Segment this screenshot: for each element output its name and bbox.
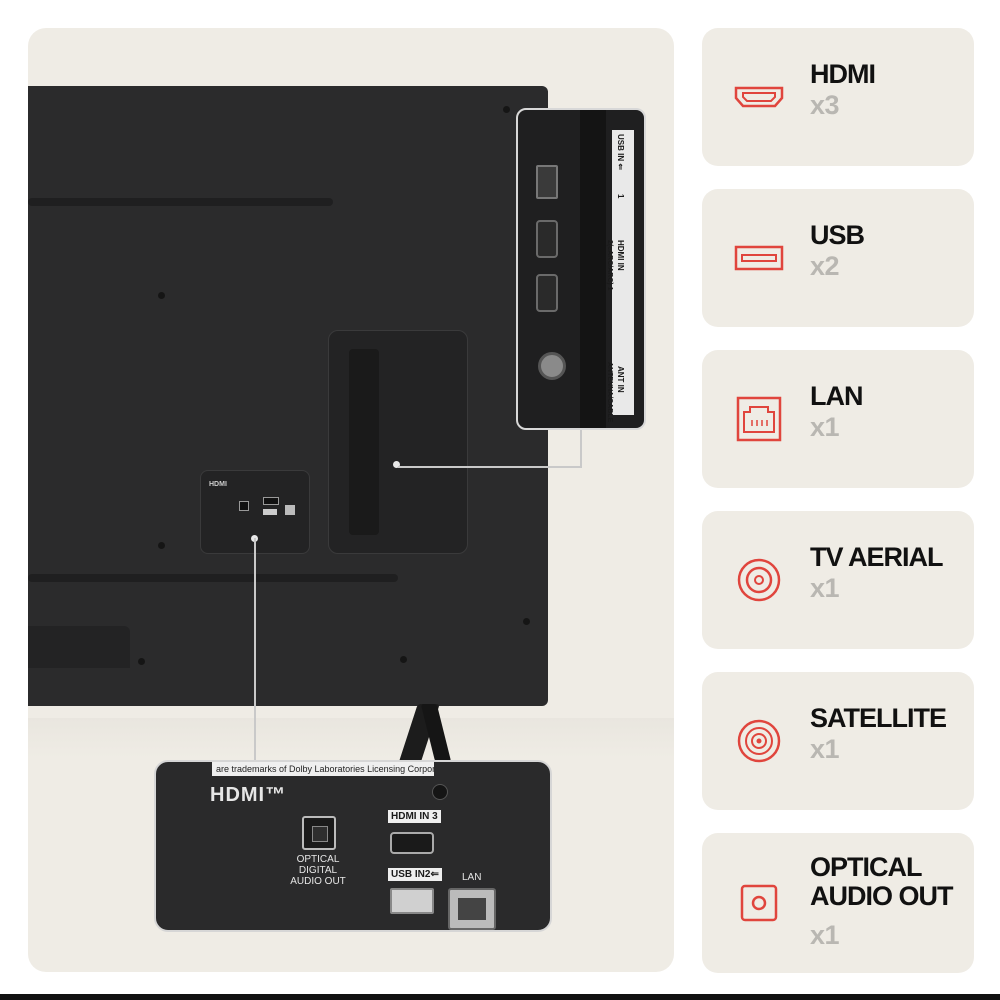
feature-count: x2 xyxy=(810,251,840,281)
hdmi-in-numbers: 2(eARC/ARC) 1 xyxy=(606,240,613,291)
feature-name: TV AERIAL xyxy=(810,542,943,572)
callout-line xyxy=(254,538,256,762)
callout-dot xyxy=(393,461,400,468)
hdmi-port xyxy=(390,832,434,854)
screw xyxy=(138,658,145,665)
screw xyxy=(503,106,510,113)
panel-hdmi-logo: HDMI xyxy=(209,481,227,488)
vent xyxy=(28,574,398,582)
bottom-bar xyxy=(0,994,1000,1000)
hdmi-logo: HDMI™ xyxy=(210,784,287,806)
feature-card-satellite: SATELLITE x1 xyxy=(702,672,974,810)
feature-name: SATELLITE xyxy=(810,703,947,733)
feature-count: x1 xyxy=(810,412,840,442)
antenna-cable-label: ANTENNA/CABLE xyxy=(606,362,613,423)
hdmi-port xyxy=(536,220,558,258)
usb-port-mini xyxy=(263,509,277,515)
feature-card-optical: OPTICAL AUDIO OUT x1 xyxy=(702,833,974,973)
legal-text: are trademarks of Dolby Laboratories Lic… xyxy=(212,762,434,776)
screw xyxy=(158,292,165,299)
hdmi-port xyxy=(536,274,558,312)
usb-icon xyxy=(734,233,784,283)
optical-icon xyxy=(734,878,784,928)
floor xyxy=(28,718,674,758)
feature-name: USB xyxy=(810,220,865,250)
lan-label: LAN xyxy=(462,872,482,883)
usb-in-label: USB IN ⇐ xyxy=(616,134,625,171)
tv-back xyxy=(28,86,548,706)
panel-edge xyxy=(28,626,130,668)
lan-port-mini xyxy=(285,505,295,515)
hdmi-port-mini xyxy=(263,497,279,505)
screw xyxy=(400,656,407,663)
rear-ports-zoom: are trademarks of Dolby Laboratories Lic… xyxy=(154,760,552,932)
feature-card-hdmi: HDMI x3 xyxy=(702,28,974,166)
usb-port xyxy=(536,165,558,199)
feature-card-lan: LAN x1 xyxy=(702,350,974,488)
lan-port xyxy=(448,888,496,930)
feature-card-tv-aerial: TV AERIAL x1 xyxy=(702,511,974,649)
hdmi-in-label: HDMI IN xyxy=(616,240,625,271)
screw xyxy=(158,542,165,549)
port-strip xyxy=(580,110,606,428)
feature-count: x1 xyxy=(810,920,840,950)
tv-illustration: HDMI USB IN ⇐ 1 HDMI IN 2(eARC/ARC) 1 AN… xyxy=(28,28,674,972)
hdmi-in3-label: HDMI IN 3 xyxy=(388,810,441,823)
optical-port-mini xyxy=(239,501,249,511)
feature-name: OPTICAL AUDIO OUT xyxy=(810,852,953,911)
port-label-column: USB IN ⇐ 1 HDMI IN 2(eARC/ARC) 1 ANT IN … xyxy=(606,130,634,422)
feature-count: x3 xyxy=(810,90,840,120)
side-port-panel xyxy=(328,330,468,554)
aerial-icon xyxy=(734,555,784,605)
feature-name: LAN xyxy=(810,381,863,411)
vent xyxy=(28,198,333,206)
satellite-icon xyxy=(734,716,784,766)
callout-line xyxy=(580,426,582,468)
feature-count: x1 xyxy=(810,573,840,603)
feature-name: HDMI xyxy=(810,59,876,89)
screw xyxy=(432,784,448,800)
usb-in-number: 1 xyxy=(616,194,625,199)
optical-port xyxy=(302,816,336,850)
antenna-port xyxy=(538,352,566,380)
side-ports-zoom: USB IN ⇐ 1 HDMI IN 2(eARC/ARC) 1 ANT IN … xyxy=(516,108,646,430)
feature-count: x1 xyxy=(810,734,840,764)
hdmi-icon xyxy=(734,72,784,122)
usb-in2-label: USB IN2⇐ xyxy=(388,868,442,881)
side-port-slot xyxy=(349,349,379,535)
callout-line xyxy=(398,466,582,468)
feature-card-usb: USB x2 xyxy=(702,189,974,327)
lan-icon xyxy=(734,394,784,444)
usb-port xyxy=(390,888,434,914)
optical-label: OPTICAL DIGITAL AUDIO OUT xyxy=(290,854,346,887)
ant-in-label: ANT IN xyxy=(616,366,625,393)
screw xyxy=(523,618,530,625)
